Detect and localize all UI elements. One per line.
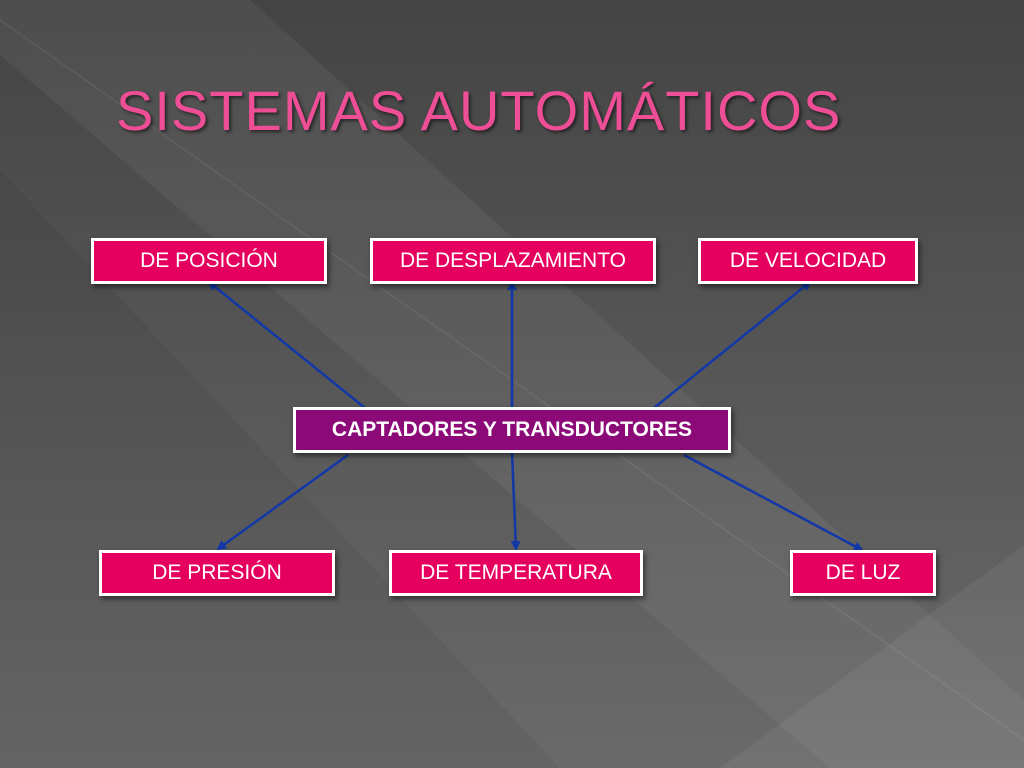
node-label: DE POSICIÓN <box>140 249 278 272</box>
node-de-temperatura: DE TEMPERATURA <box>389 550 643 596</box>
node-label: DE DESPLAZAMIENTO <box>400 249 626 272</box>
arrow-to-de-temperatura <box>510 451 521 551</box>
node-label: DE LUZ <box>825 561 901 584</box>
center-node-label: CAPTADORES Y TRANSDUCTORES <box>331 418 693 441</box>
node-captadores-y-transductores: CAPTADORES Y TRANSDUCTORES <box>293 407 731 453</box>
arrow-to-de-velocidad <box>653 280 812 409</box>
node-de-presion: DE PRESIÓN <box>99 550 335 596</box>
node-de-posicion: DE POSICIÓN <box>91 238 327 284</box>
arrow-to-de-posicion <box>207 280 366 409</box>
arrow-to-de-presion <box>216 453 349 551</box>
node-label: DE TEMPERATURA <box>420 561 612 584</box>
node-de-luz: DE LUZ <box>790 550 936 596</box>
arrow-to-de-luz <box>683 453 864 552</box>
node-label: DE PRESIÓN <box>152 561 282 584</box>
slide-title: SISTEMAS AUTOMÁTICOS <box>116 79 842 142</box>
node-de-velocidad: DE VELOCIDAD <box>698 238 918 284</box>
node-de-desplazamiento: DE DESPLAZAMIENTO <box>370 238 656 284</box>
node-label: DE VELOCIDAD <box>729 249 887 272</box>
